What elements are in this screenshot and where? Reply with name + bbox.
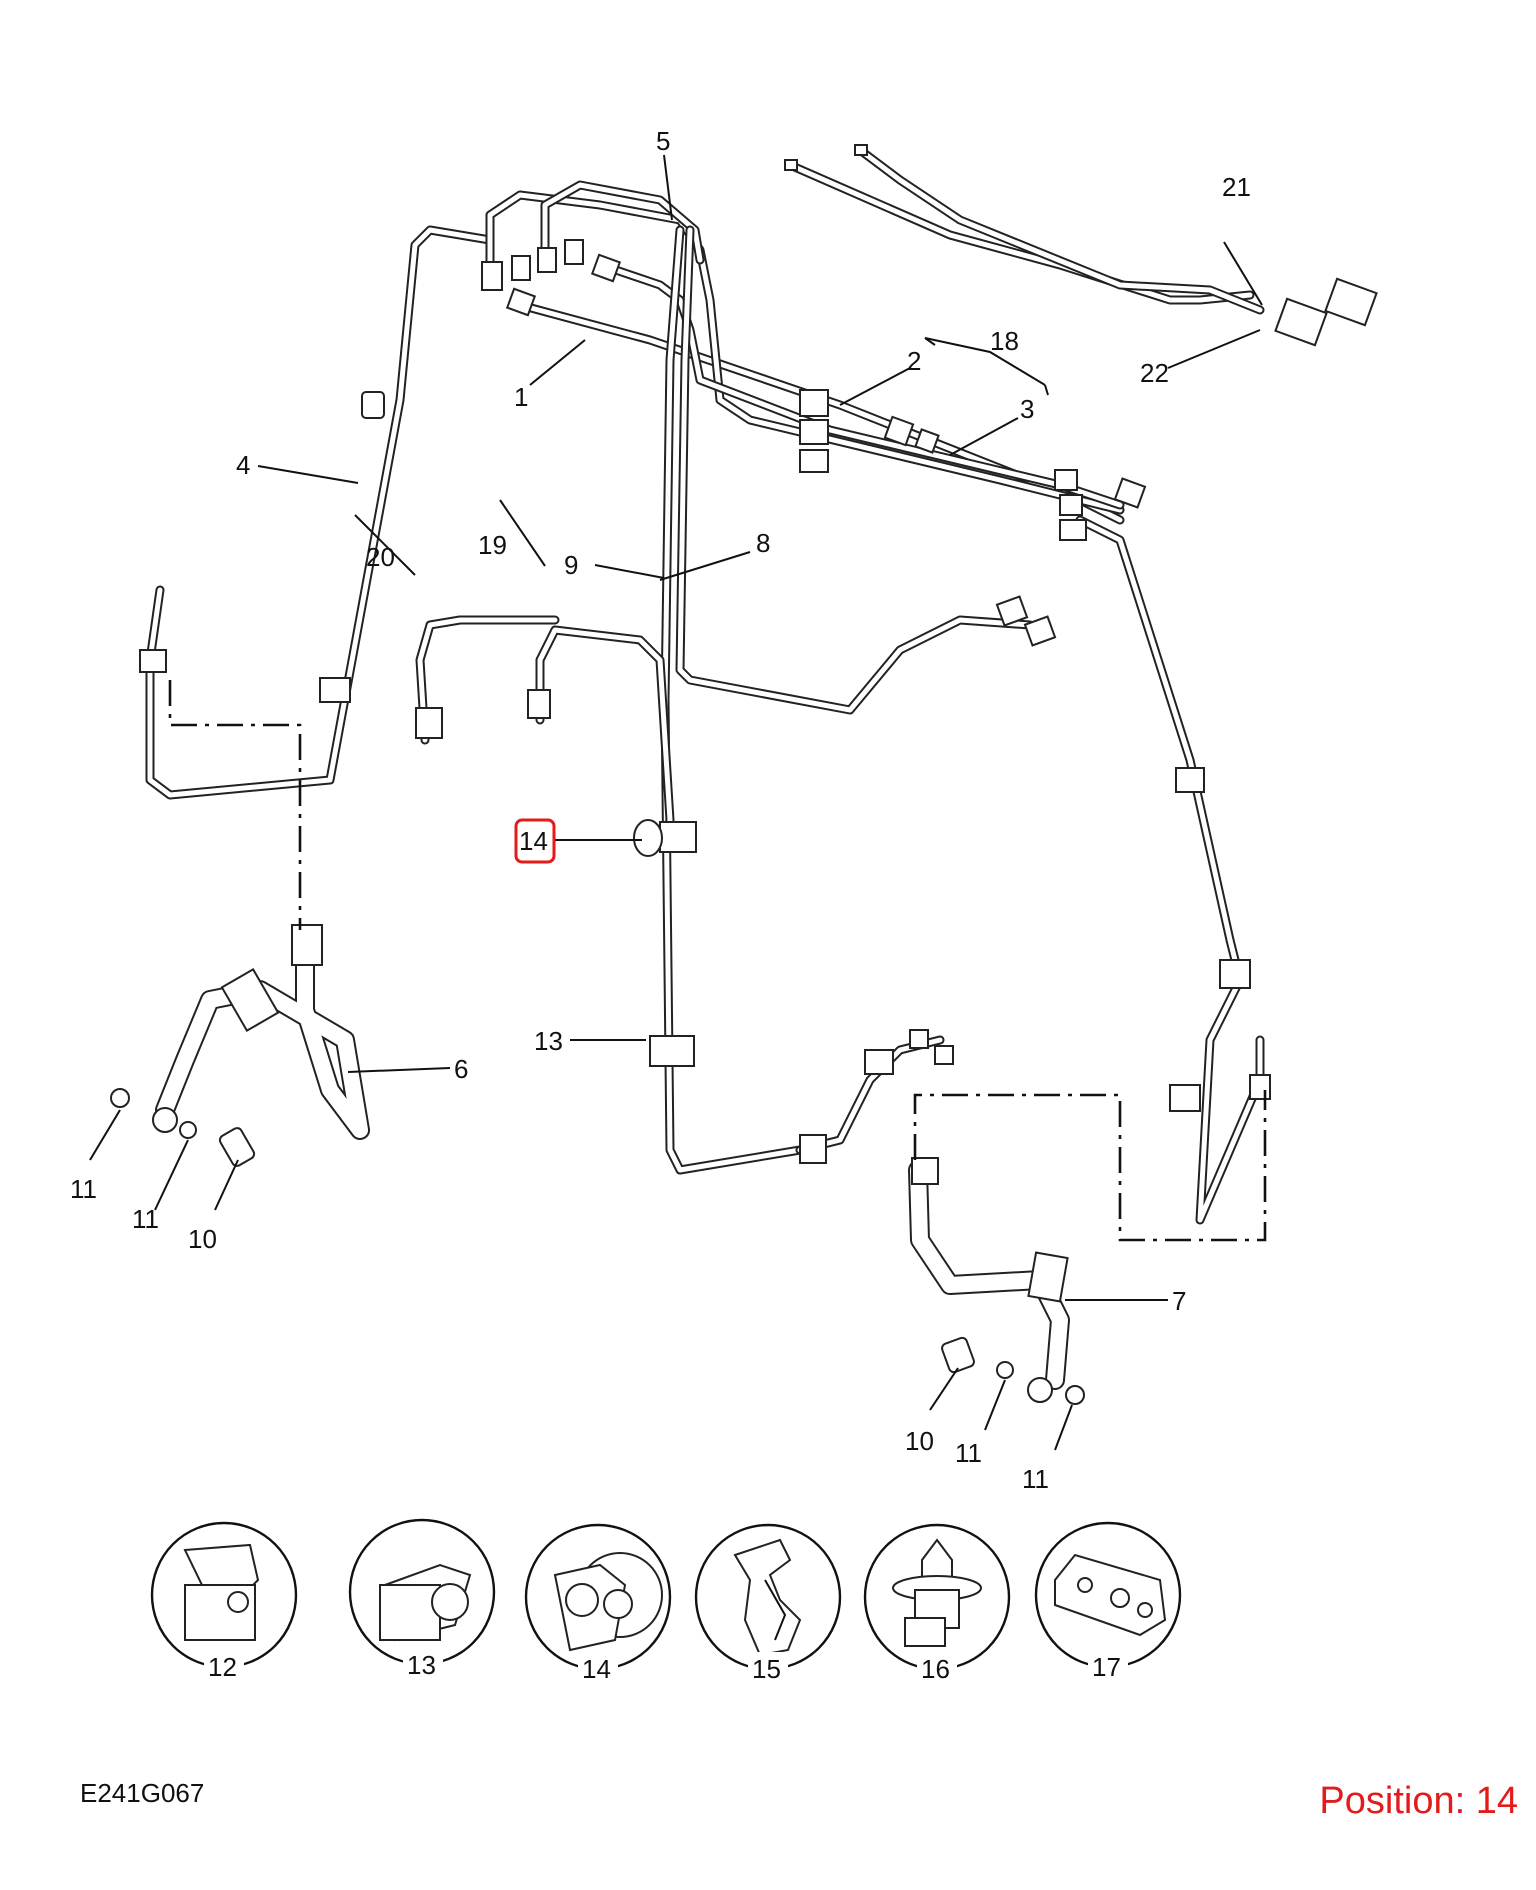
leader-lines (89, 154, 1263, 1451)
fittings (110, 144, 1378, 1405)
callout-10b: 10 (905, 1426, 934, 1456)
assembly-lines (168, 680, 1267, 1242)
callout-2: 2 (907, 346, 921, 376)
detail-label-14: 14 (582, 1654, 611, 1684)
detail-12: 12 (150, 1521, 298, 1682)
clips (139, 389, 1251, 1164)
callout-13: 13 (534, 1026, 563, 1056)
detail-label-17: 17 (1092, 1652, 1121, 1682)
callout-9: 9 (564, 550, 578, 580)
detail-14: 14 (524, 1523, 672, 1684)
position-indicator: Position: 14 (1319, 1780, 1518, 1822)
callout-11d: 11 (1022, 1464, 1049, 1494)
detail-label-13: 13 (407, 1650, 436, 1680)
callout-6: 6 (454, 1054, 468, 1084)
detail-label-12: 12 (208, 1652, 237, 1682)
clip-14-on-pipe (633, 819, 663, 857)
callout-22: 22 (1140, 358, 1169, 388)
callout-10a: 10 (188, 1224, 217, 1254)
callout-5: 5 (656, 126, 670, 156)
detail-label-15: 15 (752, 1654, 781, 1684)
drawing-code: E241G067 (80, 1778, 205, 1808)
detail-16: 16 (863, 1523, 1011, 1684)
detail-17: 17 (1034, 1521, 1182, 1682)
callout-7: 7 (1172, 1286, 1186, 1316)
callout-18: 18 (990, 326, 1019, 356)
callout-14: 14 (519, 826, 548, 856)
detail-13: 13 (348, 1518, 496, 1680)
callout-1: 1 (514, 382, 528, 412)
callout-11c: 11 (955, 1438, 982, 1468)
callout-8: 8 (756, 528, 770, 558)
callout-4: 4 (236, 450, 250, 480)
callout-20: 20 (366, 542, 395, 572)
pipe-network (145, 145, 1265, 1225)
callout-labels: 1 2 3 4 5 6 7 8 9 10 10 11 11 11 11 13 1… (70, 126, 1251, 1494)
callout-11a: 11 (70, 1174, 97, 1204)
detail-label-16: 16 (921, 1654, 950, 1684)
callout-11b: 11 (132, 1204, 159, 1234)
detail-15: 15 (694, 1523, 842, 1684)
callout-14-highlight (514, 818, 556, 864)
hoses (155, 930, 1070, 1390)
callout-3: 3 (1020, 394, 1034, 424)
callout-19: 19 (478, 530, 507, 560)
callout-21: 21 (1222, 172, 1251, 202)
